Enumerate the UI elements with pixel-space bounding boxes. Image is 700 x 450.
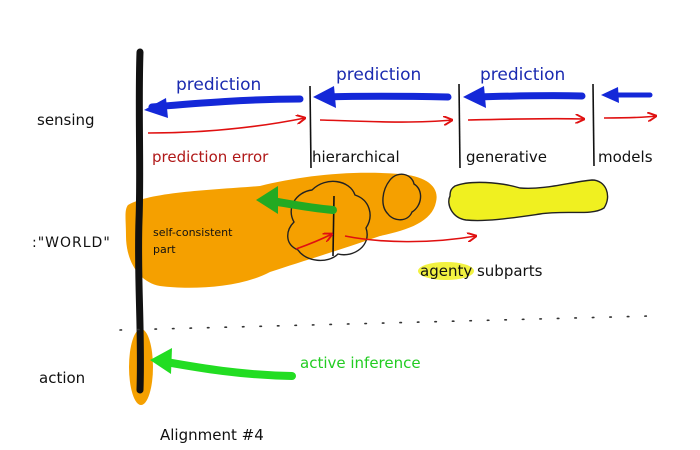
sensing-label: sensing: [37, 111, 95, 129]
error-arrow-2: [319, 120, 452, 122]
boundary-line: [135, 48, 144, 394]
action-label: action: [39, 369, 85, 387]
generative-label: generative: [466, 148, 547, 166]
self-consistent-outline: [287, 180, 371, 261]
level-divider-3: [592, 83, 595, 167]
prediction-label-3: prediction: [480, 65, 565, 85]
prediction-arrowhead-1: [144, 98, 168, 118]
prediction-error-label: prediction error: [152, 148, 269, 166]
prediction-label-2: prediction: [336, 65, 421, 85]
error-arrow-3: [467, 119, 584, 120]
agenty-red-arrow: [344, 236, 476, 243]
agenty-blob: [448, 179, 609, 222]
active-inference-arrow: [162, 358, 296, 380]
world-blob: [125, 172, 437, 288]
models-label: models: [598, 148, 653, 166]
error-arrow-4: [603, 116, 656, 118]
prediction-arrowhead-4: [601, 87, 619, 103]
level-divider-2: [458, 83, 461, 169]
error-arrow-1: [147, 118, 305, 134]
active-inference-label: active inference: [300, 354, 421, 372]
agenty-subparts-label: agenty subparts: [420, 262, 543, 280]
prediction-label-1: prediction: [176, 75, 261, 95]
prediction-arrow-1: [148, 95, 304, 111]
inner-divider: [332, 195, 335, 257]
inner-agent-outline: [382, 173, 422, 221]
agenty-label-highlight: [418, 262, 474, 280]
self-consistent-label-line2: part: [153, 243, 176, 256]
level-divider-1: [309, 85, 312, 169]
prediction-arrowhead-2: [313, 86, 336, 108]
prediction-arrow-3: [472, 92, 586, 101]
action-separator: [119, 315, 651, 331]
inner-red-arrow: [295, 234, 332, 250]
self-consistent-label-line1: self-consistent: [153, 226, 233, 239]
hierarchical-label: hierarchical: [312, 148, 400, 166]
prediction-arrow-2: [321, 92, 452, 101]
active-inference-arrowhead: [150, 348, 172, 374]
world-label: :"WORLD": [32, 235, 111, 251]
prediction-arrowhead-3: [463, 86, 486, 108]
world-green-arrowhead: [256, 186, 278, 214]
caption: Alignment #4: [160, 426, 264, 444]
